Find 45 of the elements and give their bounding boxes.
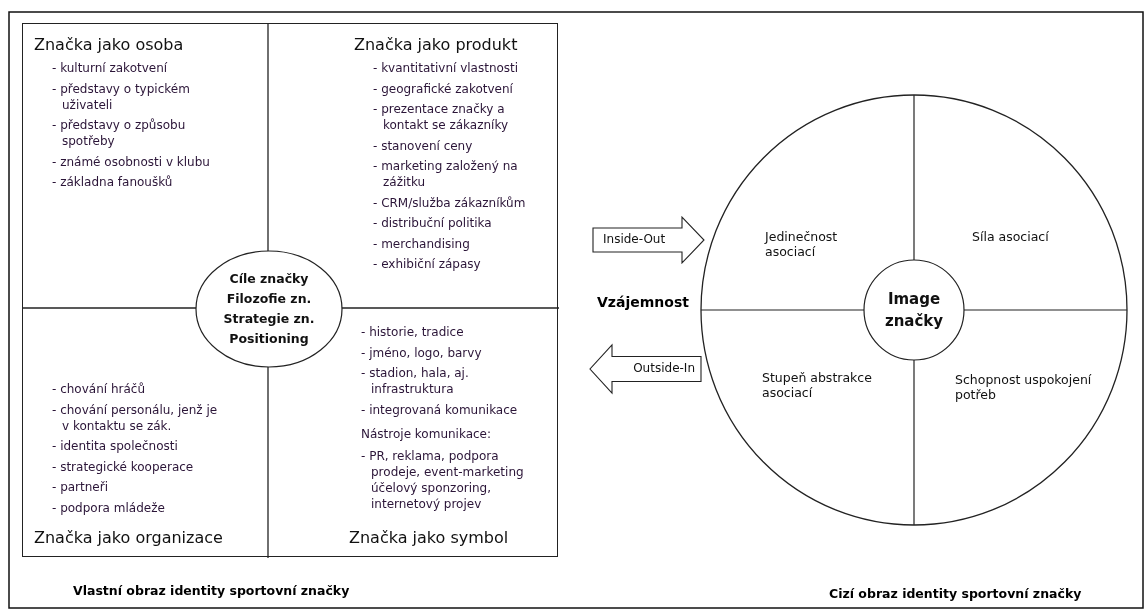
list-item: - historie, tradice xyxy=(361,324,465,340)
subheading: Nástroje komunikace: xyxy=(361,426,492,442)
list-item: - kvantitativní vlastnosti xyxy=(373,60,520,76)
arrow-label: Inside-Out xyxy=(603,231,666,248)
list-item: - podpora mládeže xyxy=(52,499,166,516)
list-item: - exhibiční zápasy xyxy=(373,256,482,272)
ellipse-text: Strategie zn. xyxy=(223,310,315,328)
segment-text: Schopnost uspokojení potřeb xyxy=(955,372,1093,402)
ellipse-text: Cíle značky xyxy=(229,270,309,288)
caption: Vlastní obraz identity sportovní značky xyxy=(73,583,350,598)
caption: Cizí obraz identity sportovní značky xyxy=(829,586,1082,601)
list-item: - CRM/služba zákazníkům xyxy=(373,194,527,211)
list-item: - integrovaná komunikace xyxy=(361,401,519,418)
list-item: - chování personálu, jenž je v kontaktu se zák. xyxy=(52,401,219,434)
quadrant-heading: Značka jako osoba xyxy=(34,35,184,55)
list-item: - marketing založený na zážitku xyxy=(373,158,519,190)
list-item: - PR, reklama, podpora prodeje, event-marketing účelový sponzoring, internetový projev xyxy=(361,448,525,512)
segment-text: Síla asociací xyxy=(972,229,1050,244)
list-item: - identita společnosti xyxy=(52,438,179,454)
quadrant-square xyxy=(22,23,558,557)
segment-text: Stupeň abstrakce asociací xyxy=(762,370,873,400)
list-item: - merchandising xyxy=(373,235,471,252)
list-item: - představy o způsobu spotřeby xyxy=(52,117,187,149)
circle-text: Image značky xyxy=(883,289,945,332)
list-item: - představy o typickém uživateli xyxy=(52,80,191,113)
list-item: - distribuční politika xyxy=(373,215,493,231)
list-item: - strategické kooperace xyxy=(52,458,195,475)
list-item: - základna fanoušků xyxy=(52,174,174,190)
quadrant-heading: Značka jako produkt xyxy=(354,35,518,55)
quadrant-heading: Značka jako symbol xyxy=(349,528,509,548)
list-item: - jméno, logo, barvy xyxy=(361,344,483,361)
ellipse-text: Filozofie zn. xyxy=(226,290,312,308)
list-item: - geografické zakotvení xyxy=(373,80,514,97)
list-item: - stadion, hala, aj. infrastruktura xyxy=(361,365,470,397)
list-item: - chování hráčů xyxy=(52,381,146,397)
list-item: - kulturní zakotvení xyxy=(52,60,169,76)
quadrant-heading: Značka jako organizace xyxy=(34,528,223,548)
ellipse-text: Positioning xyxy=(229,330,309,348)
list-item: - prezentace značky a kontakt se zákazníky xyxy=(373,101,510,133)
list-item: - partneři xyxy=(52,479,109,495)
arrow-label: Outside-In xyxy=(633,359,695,376)
list-item: - stanovení ceny xyxy=(373,137,474,154)
side-label: Vzájemnost xyxy=(597,294,689,310)
list-item: - známé osobnosti v klubu xyxy=(52,153,211,170)
segment-text: Jedinečnost asociací xyxy=(765,229,839,259)
